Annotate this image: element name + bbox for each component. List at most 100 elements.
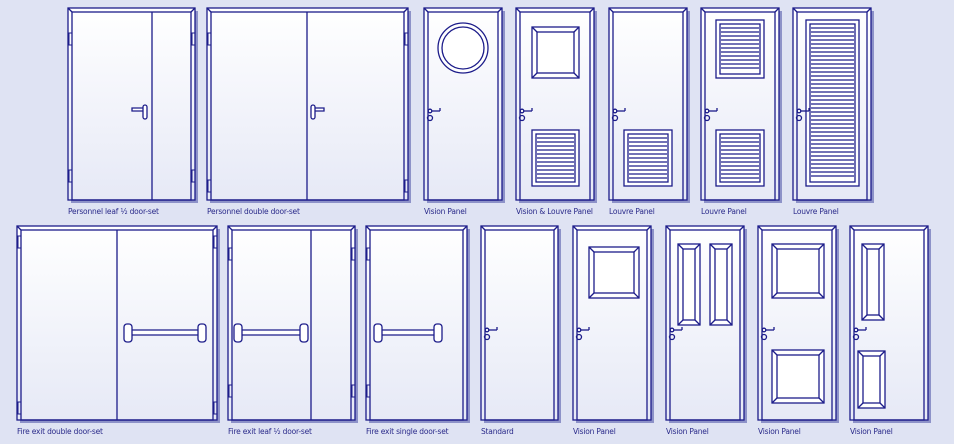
line bbox=[677, 319, 684, 326]
hinge-icon bbox=[228, 384, 233, 398]
line bbox=[878, 314, 885, 321]
line bbox=[739, 225, 745, 231]
door-leaf bbox=[576, 229, 648, 421]
door-leaf bbox=[369, 229, 464, 421]
line bbox=[633, 246, 640, 253]
door-label: Vision Panel bbox=[666, 427, 709, 436]
vision-panel-glass bbox=[776, 354, 820, 399]
vision-panel-frame bbox=[771, 349, 825, 404]
line bbox=[861, 314, 868, 321]
hinge-icon bbox=[366, 384, 371, 398]
push-bar-end bbox=[197, 323, 207, 343]
louvre-inner bbox=[809, 23, 856, 183]
door-vision-louvre bbox=[515, 7, 597, 203]
lock-icon bbox=[703, 114, 711, 122]
handle-rose bbox=[519, 108, 525, 114]
line bbox=[771, 397, 778, 404]
vision-panel-glass bbox=[593, 251, 635, 294]
line bbox=[227, 225, 233, 231]
vision-panel-frame bbox=[709, 243, 733, 326]
door-label: Fire exit double door-set bbox=[17, 427, 103, 436]
push-bar-icon bbox=[237, 329, 305, 336]
lock-icon bbox=[668, 333, 676, 341]
vision-panel-frame bbox=[771, 243, 825, 299]
line bbox=[861, 243, 868, 250]
door-label: Vision Panel bbox=[573, 427, 616, 436]
handle-plate bbox=[142, 104, 148, 120]
line bbox=[531, 26, 538, 33]
door-leaf bbox=[484, 229, 555, 421]
line bbox=[206, 7, 212, 13]
line bbox=[588, 246, 595, 253]
hinge-icon bbox=[213, 235, 218, 249]
door-twin-narrow-vision bbox=[665, 225, 747, 423]
door-leaf bbox=[796, 11, 868, 201]
door-leaf bbox=[761, 229, 833, 421]
vision-panel-glass bbox=[862, 355, 881, 404]
line bbox=[818, 349, 825, 356]
hinge-icon bbox=[404, 179, 409, 193]
door-leaf bbox=[704, 11, 776, 201]
door-round-vision bbox=[423, 7, 505, 203]
line bbox=[646, 225, 652, 231]
door-frame bbox=[67, 7, 196, 201]
door-label: Fire exit leaf ½ door-set bbox=[228, 427, 312, 436]
line bbox=[515, 7, 521, 13]
hinge-icon bbox=[207, 32, 212, 46]
push-bar-icon bbox=[377, 329, 439, 336]
door-label: Vision Panel bbox=[424, 207, 467, 216]
door-frame bbox=[480, 225, 559, 421]
line bbox=[573, 26, 580, 33]
handle-plate bbox=[310, 104, 316, 120]
handle-rose bbox=[704, 108, 710, 114]
door-label: Vision Panel bbox=[758, 427, 801, 436]
line bbox=[923, 225, 929, 231]
vision-panel-frame bbox=[861, 243, 885, 321]
line bbox=[818, 243, 825, 250]
line bbox=[774, 7, 780, 13]
line bbox=[726, 243, 733, 250]
door-handle-icon bbox=[131, 107, 145, 112]
line bbox=[480, 225, 486, 231]
handle-rose bbox=[484, 327, 490, 333]
lock-icon bbox=[795, 114, 803, 122]
lock-icon bbox=[518, 114, 526, 122]
line bbox=[677, 243, 684, 250]
line bbox=[633, 292, 640, 299]
hinge-icon bbox=[191, 32, 196, 46]
door-leaf bbox=[669, 229, 741, 421]
line bbox=[879, 402, 886, 409]
line bbox=[531, 72, 538, 79]
door-full-louvre bbox=[792, 7, 874, 203]
line bbox=[818, 292, 825, 299]
door-label: Vision Panel bbox=[850, 427, 893, 436]
door-leaf bbox=[519, 11, 591, 201]
line bbox=[857, 350, 864, 357]
line bbox=[831, 225, 837, 231]
door-leaf bbox=[71, 11, 192, 201]
hinge-icon bbox=[213, 401, 218, 415]
door-fire-single bbox=[365, 225, 470, 423]
door-label: Standard bbox=[481, 427, 514, 436]
door-low-louvre bbox=[608, 7, 690, 203]
line bbox=[694, 319, 701, 326]
door-label: Louvre Panel bbox=[701, 207, 747, 216]
line bbox=[365, 225, 371, 231]
handle-rose bbox=[796, 108, 802, 114]
line bbox=[818, 397, 825, 404]
line bbox=[700, 7, 706, 13]
push-bar-end bbox=[373, 323, 383, 343]
round-glass bbox=[441, 26, 485, 70]
line bbox=[694, 243, 701, 250]
line bbox=[726, 319, 733, 326]
louvre-inner bbox=[719, 133, 761, 183]
round-vision-panel bbox=[437, 22, 489, 74]
door-label: Louvre Panel bbox=[793, 207, 839, 216]
hinge-icon bbox=[191, 169, 196, 183]
line bbox=[572, 225, 578, 231]
door-fire-leaf-half bbox=[227, 225, 358, 423]
line bbox=[709, 319, 716, 326]
door-two-square-vision bbox=[757, 225, 839, 423]
louvre-inner bbox=[535, 133, 576, 183]
